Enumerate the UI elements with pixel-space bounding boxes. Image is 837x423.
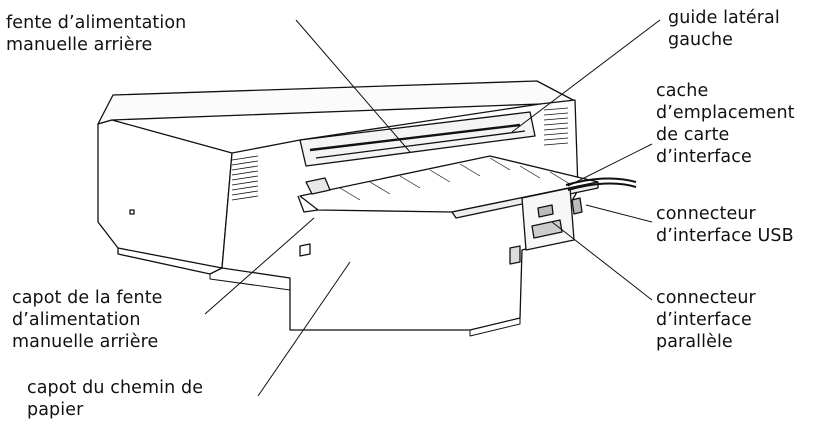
label-line: connecteur [656,204,756,224]
label-line: papier [27,400,84,420]
label-line: capot du chemin de [27,378,204,398]
label-line: d’emplacement [656,103,795,123]
label-capot-chemin: capot du chemin de papier [27,377,203,421]
label-line: guide latéral [668,8,780,28]
label-line: fente d’alimentation [6,13,187,33]
label-line: manuelle arrière [12,332,159,352]
label-guide-lateral: guide latéral gauche [668,7,780,51]
label-connecteur-parallele: connecteur d’interface parallèle [656,287,756,353]
label-line: manuelle arrière [6,35,153,55]
label-line: d’interface USB [656,226,794,246]
label-fente-alimentation: fente d’alimentation manuelle arrière [6,12,186,56]
label-line: capot de la fente [12,288,163,308]
label-line: parallèle [656,332,733,352]
label-line: d’alimentation [12,310,141,330]
label-line: connecteur [656,288,756,308]
label-line: d’interface [656,147,752,167]
label-line: gauche [668,30,734,50]
label-line: cache [656,81,709,101]
label-line: d’interface [656,310,752,330]
label-connecteur-usb: connecteur d’interface USB [656,203,794,247]
label-cache-emplacement: cache d’emplacement de carte d’interface [656,80,795,168]
label-line: de carte [656,125,730,145]
label-capot-fente: capot de la fente d’alimentation manuell… [12,287,163,353]
